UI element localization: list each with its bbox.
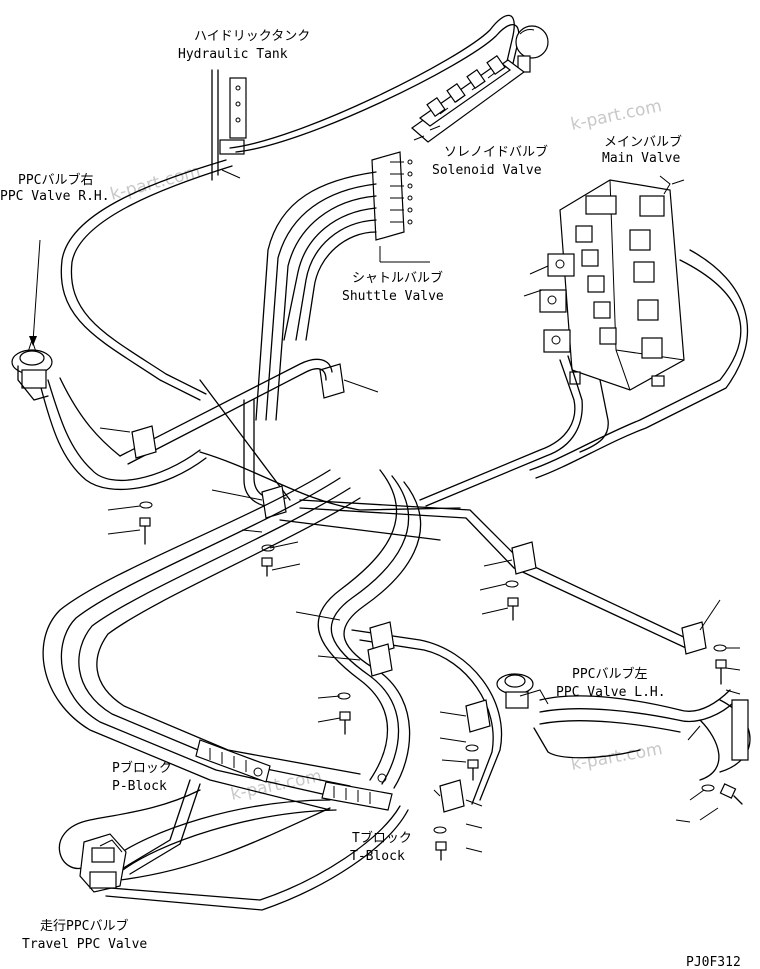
p-block — [195, 739, 271, 783]
label-hydraulic-tank-jp: ハイドリックタンク — [194, 29, 310, 44]
center-s-hoses — [317, 469, 503, 805]
label-ppc-rh-en: PPC Valve R.H. — [0, 189, 110, 204]
label-ppc-lh-jp: PPCバルブ左 — [572, 666, 647, 682]
label-ppc-rh-jp: PPCバルブ右 — [18, 172, 93, 188]
label-travel-ppc-jp: 走行PPCバルブ — [40, 918, 128, 934]
travel-ppc-valve — [79, 833, 127, 893]
hose-clamp — [319, 363, 379, 399]
label-t-block-en: T-Block — [350, 849, 405, 864]
label-shuttle-valve-jp: シャトルバルブ — [352, 270, 443, 286]
travel-ppc-hoses — [58, 779, 409, 911]
p-block-hoses — [42, 469, 361, 811]
label-hydraulic-tank-en: Hydraulic Tank — [178, 47, 288, 62]
label-t-block-jp: Tブロック — [352, 830, 412, 846]
watermark: k-part.com — [569, 739, 664, 775]
tank-return-hose — [229, 14, 520, 153]
clamp-mid — [367, 621, 491, 813]
label-ppc-lh-en: PPC Valve L.H. — [556, 685, 666, 700]
label-travel-ppc-en: Travel PPC Valve — [22, 937, 147, 952]
ppc-valve-rh — [11, 239, 53, 401]
t-block — [321, 773, 393, 811]
drawing-code: PJ0F312 — [686, 955, 741, 969]
main-valve — [523, 175, 685, 391]
ppc-valve-lh — [496, 673, 751, 781]
label-p-block-en: P-Block — [112, 779, 167, 794]
ppc-rh-pipe — [119, 358, 333, 465]
shuttle-valve — [371, 151, 430, 263]
label-shuttle-valve-en: Shuttle Valve — [342, 289, 444, 304]
main-valve-hoses — [419, 249, 749, 507]
ppc-rh-hoses — [39, 159, 233, 491]
label-main-valve-jp: メインバルブ — [604, 134, 682, 150]
bolt-washer-set — [139, 501, 743, 861]
solenoid-valve — [411, 54, 526, 143]
label-solenoid-valve-en: Solenoid Valve — [432, 163, 542, 178]
leader-lines — [99, 427, 741, 853]
shuttle-hose-bundle — [243, 171, 377, 508]
hydraulic-tank-port — [211, 69, 247, 181]
center-pipes — [199, 379, 691, 649]
label-solenoid-valve-jp: ソレノイドバルブ — [444, 144, 548, 160]
label-p-block-jp: Pブロック — [112, 760, 172, 776]
accumulator — [515, 25, 549, 73]
watermark: k-part.com — [569, 96, 664, 135]
label-main-valve-en: Main Valve — [602, 151, 680, 166]
